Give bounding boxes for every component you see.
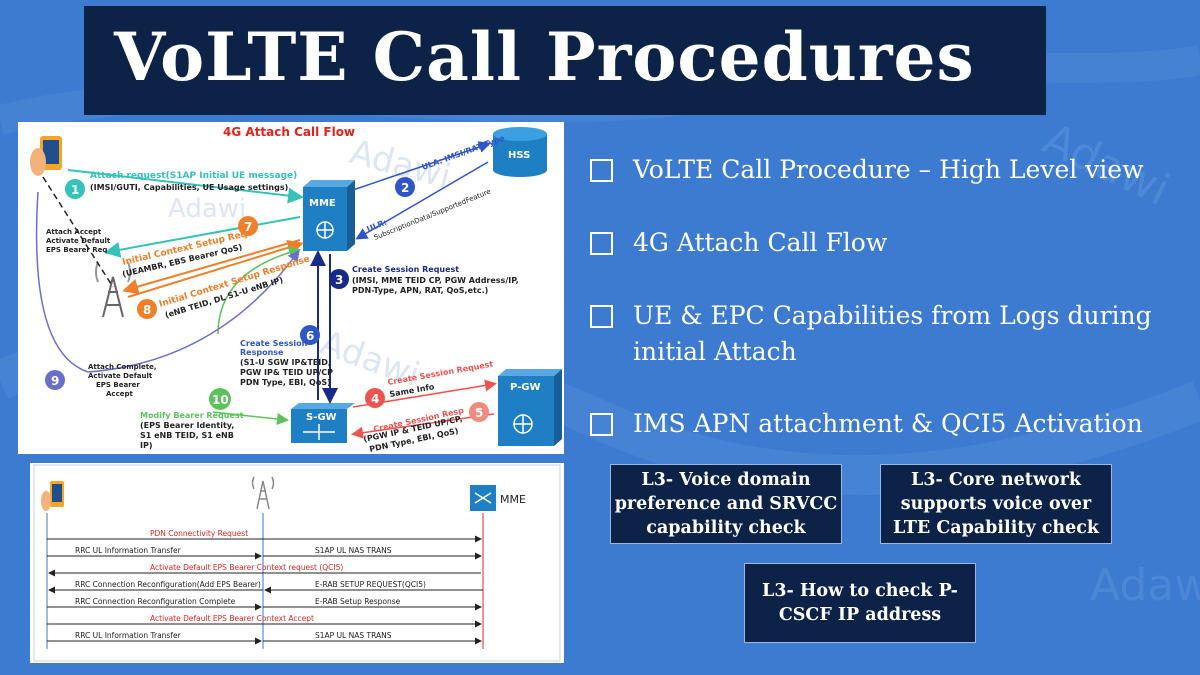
arrow-ics xyxy=(122,239,301,295)
svg-text:EPS Bearer: EPS Bearer xyxy=(96,381,140,389)
svg-text:6: 6 xyxy=(306,329,314,343)
mme-label: MME xyxy=(309,198,336,209)
topic-item: IMS APN attachment & QCI5 Activation xyxy=(590,406,1143,442)
topic-item: VoLTE Call Procedure – High Level view xyxy=(590,152,1144,188)
svg-text:4: 4 xyxy=(371,392,379,406)
svg-text:Create Session: Create Session xyxy=(240,339,308,348)
svg-text:9: 9 xyxy=(51,374,59,388)
watermark-text: Adawi xyxy=(168,194,246,224)
diagram-title: 4G Attach Call Flow xyxy=(223,125,355,139)
svg-text:Attach Complete,: Attach Complete, xyxy=(88,363,157,371)
attach-call-flow-diagram: Adawi Adawi Adawi 4G Attach Call Flow HS… xyxy=(18,122,564,454)
svg-text:IP): IP) xyxy=(140,441,153,450)
arrow-modify-bearer xyxy=(217,246,301,335)
sequence-message-label: RRC Connection Reconfiguration(Add EPS B… xyxy=(75,580,261,589)
arrow-ulr xyxy=(352,141,491,191)
svg-text:Response: Response xyxy=(240,348,284,357)
dashed-link xyxy=(42,176,114,288)
ue-phone-icon xyxy=(41,481,64,511)
svg-text:(S1-U SGW IP&TEID,: (S1-U SGW IP&TEID, xyxy=(240,358,331,367)
checkbox-bullet-icon xyxy=(590,159,613,182)
hss-node: HSS xyxy=(493,127,547,177)
sequence-message-label: RRC UL Information Transfer xyxy=(75,546,182,555)
sequence-message-label: RRC Connection Reconfiguration Complete xyxy=(75,597,236,606)
svg-text:Modify Bearer Request: Modify Bearer Request xyxy=(140,411,244,420)
svg-text:PDN Type, EBI, QoS): PDN Type, EBI, QoS) xyxy=(240,378,331,387)
sequence-message-label: S1AP UL NAS TRANS xyxy=(315,546,392,555)
arrow-ics-req xyxy=(104,216,301,258)
svg-text:PDN-Type, APN, RAT, QoS,etc.): PDN-Type, APN, RAT, QoS,etc.) xyxy=(352,286,488,295)
page-title: VoLTE Call Procedures xyxy=(114,18,975,96)
pgw-node: P-GW xyxy=(498,369,562,446)
mme-node: MME xyxy=(303,180,355,251)
sequence-message-label: E-RAB SETUP REQUEST(QCI5) xyxy=(315,580,426,589)
svg-text:1: 1 xyxy=(71,183,79,197)
enb-tower-icon xyxy=(251,476,275,510)
svg-text:Accept: Accept xyxy=(106,390,133,398)
watermark-text: Adawi xyxy=(315,323,425,396)
svg-text:S1 eNB TEID, S1 eNB: S1 eNB TEID, S1 eNB xyxy=(140,431,234,440)
core-network-check-button[interactable]: L3- Core network supports voice over LTE… xyxy=(880,464,1112,544)
sequence-message-label: Activate Default EPS Bearer Context requ… xyxy=(150,563,343,572)
attach-flow-svg: Adawi Adawi Adawi 4G Attach Call Flow HS… xyxy=(30,125,562,454)
sequence-message-label: Activate Default EPS Bearer Context Acce… xyxy=(150,614,314,623)
svg-text:Activate Default: Activate Default xyxy=(46,237,111,245)
svg-text:SubscriptionData/SupportedFeat: SubscriptionData/SupportedFeature xyxy=(373,187,492,241)
sequence-message-label: S1AP UL NAS TRANS xyxy=(315,631,392,640)
step-badges: 1 2 3 4 5 6 7 8 9 10 xyxy=(45,177,489,422)
sgw-label: S-GW xyxy=(306,412,337,423)
svg-text:PGW IP& TEID UP/CP: PGW IP& TEID UP/CP xyxy=(240,368,333,377)
sequence-message-label: PDN Connectivity Request xyxy=(150,529,248,538)
svg-text:(EPS Bearer Identity,: (EPS Bearer Identity, xyxy=(140,421,234,430)
title-banner: VoLTE Call Procedures xyxy=(84,6,1046,115)
svg-text:Create Session Request: Create Session Request xyxy=(352,265,459,274)
mme-actor-label: MME xyxy=(500,493,526,506)
hss-label: HSS xyxy=(508,150,530,161)
svg-text:7: 7 xyxy=(244,220,252,234)
svg-text:10: 10 xyxy=(212,393,229,407)
topic-item: 4G Attach Call Flow xyxy=(590,225,887,261)
svg-text:Attach Accept: Attach Accept xyxy=(46,228,102,236)
svg-text:EPS Bearer Req: EPS Bearer Req xyxy=(46,246,107,254)
mme-switch-icon xyxy=(470,485,496,511)
svg-text:Attach request(S1AP Initial UE: Attach request(S1AP Initial UE message) xyxy=(90,171,297,181)
voice-domain-check-button[interactable]: L3- Voice domain preference and SRVCC ca… xyxy=(610,464,842,544)
pcscf-ip-check-button[interactable]: L3- How to check P-CSCF IP address xyxy=(744,563,976,643)
svg-text:Activate Default: Activate Default xyxy=(88,372,153,380)
arrow-ula xyxy=(355,161,489,240)
sequence-message-label: E-RAB Setup Response xyxy=(315,597,401,606)
pgw-label: P-GW xyxy=(510,382,541,393)
checkbox-bullet-icon xyxy=(590,232,613,255)
sgw-node: S-GW xyxy=(291,403,355,443)
sequence-message-label: RRC UL Information Transfer xyxy=(75,631,182,640)
svg-text:(IMSI/GUTI, Capabilities, UE U: (IMSI/GUTI, Capabilities, UE Usage setti… xyxy=(90,183,288,192)
arrow-ics-resp xyxy=(127,239,304,298)
arrow-attach-complete xyxy=(35,191,300,373)
checkbox-bullet-icon xyxy=(590,413,613,436)
svg-text:5: 5 xyxy=(475,406,483,420)
checkbox-bullet-icon xyxy=(590,305,613,328)
arrow-attach-request xyxy=(67,169,304,204)
phone-icon xyxy=(30,136,62,176)
svg-text:(IMSI, MME TEID CP, PGW Addres: (IMSI, MME TEID CP, PGW Address/IP, xyxy=(352,276,519,285)
topic-item: UE & EPC Capabilities from Logs during i… xyxy=(590,298,1170,370)
svg-text:8: 8 xyxy=(143,303,151,317)
svg-text:2: 2 xyxy=(401,181,409,195)
svg-text:3: 3 xyxy=(335,273,343,287)
watermark-text: Adawi xyxy=(1090,560,1200,611)
